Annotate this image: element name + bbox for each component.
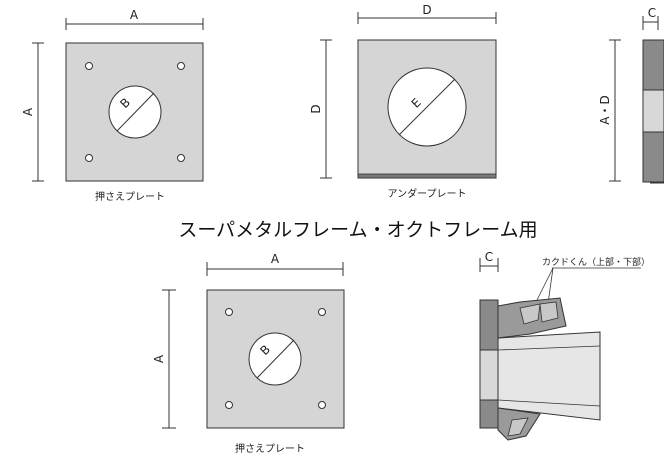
dim-label-c: C [485,250,493,264]
dim-label-d-vertical: D [309,104,323,113]
dim-label-a: A [130,8,139,22]
under-strip [357,173,497,179]
side-layer-light [479,349,499,401]
side-layer-dark [642,131,664,183]
section-title: スーパメタルフレーム・オクトフレーム用 [178,219,537,241]
side-layer-dark [479,299,499,351]
bolt-hole [85,62,93,70]
side-layer-dark [642,39,664,91]
top-press-plate: A A B 押さえプレート [21,8,204,203]
dim-label-a: A [271,252,280,266]
dim-label-a-vertical: A [152,354,166,363]
bolt-hole [225,308,233,316]
diameter-line-e [398,78,456,136]
dim-label-a-vertical: A [21,107,35,116]
side-view-top: C A・D [598,6,664,184]
bolt-hole [318,308,326,316]
diameter-line-b [116,92,155,132]
bolt-hole [225,401,233,409]
caption-press-plate: 押さえプレート [235,442,305,455]
diameter-line-b [256,339,295,379]
side-layer-light [642,89,664,133]
caption-press-plate: 押さえプレート [95,190,165,203]
under-plate: D D E アンダープレート [309,3,497,200]
bolt-hole [177,62,185,70]
kakudokun-section: C カクドくん（上部・下部） [479,250,650,441]
bolt-hole [177,154,185,162]
pipe-sleeve [497,331,601,421]
caption-kakudokun: カクドくん（上部・下部） [542,256,650,268]
bolt-hole [318,401,326,409]
side-layer-dark [479,399,499,429]
bottom-press-plate: A A B 押さえプレート [152,252,345,455]
dim-label-ad: A・D [598,95,612,124]
dim-label-c: C [648,6,656,20]
bolt-hole [85,154,93,162]
caption-under-plate: アンダープレート [388,187,467,200]
dim-label-d: D [422,3,431,17]
